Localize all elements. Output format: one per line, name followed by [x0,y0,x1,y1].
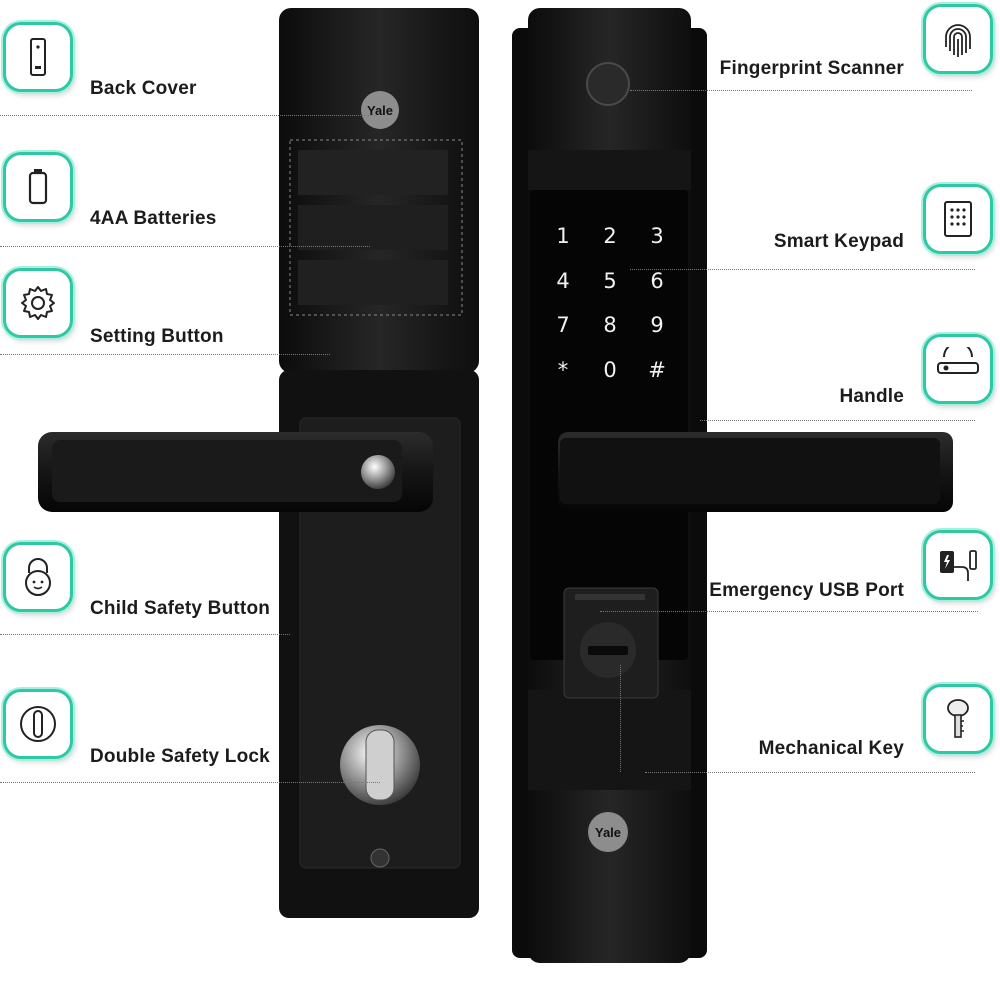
label-handle: Handle [839,386,904,407]
keypad-key: 8 [603,313,616,337]
keypad-key: 9 [650,313,663,337]
keypad-key: 2 [603,224,616,248]
front-unit: Yale 1 2 3 4 5 6 7 8 9 * 0 # [512,8,953,963]
keypad-key: 7 [556,313,569,337]
leader-double-safety [0,782,380,783]
back-cover-icon [3,22,73,92]
keypad-key: 1 [556,224,569,248]
child-safety-button [361,455,395,489]
label-usb-port: Emergency USB Port [709,580,904,601]
child-lock-icon [3,542,73,612]
leader-handle [700,420,975,421]
leader-mechanical-key-vertical [620,665,621,772]
keypad-key: 0 [603,358,616,382]
label-batteries: 4AA Batteries [90,208,217,229]
label-back-cover: Back Cover [90,78,197,99]
leader-batteries [0,246,370,247]
leader-usb-port [600,611,978,612]
leader-keypad [630,269,975,270]
battery-icon [3,152,73,222]
leader-child-safety [0,634,290,635]
label-mechanical-key: Mechanical Key [758,738,904,759]
back-unit: Yale [38,8,479,918]
label-keypad: Smart Keypad [773,231,904,252]
handle-icon [923,334,993,404]
keypad-key: * [558,358,569,382]
safety-lock-icon [3,689,73,759]
key-icon [923,684,993,754]
label-double-safety: Double Safety Lock [90,746,270,767]
keypad-key: 4 [556,269,569,293]
usb-port-icon [923,530,993,600]
label-fingerprint: Fingerprint Scanner [719,58,904,79]
mechanical-keyhole [588,646,628,655]
brand-logo-front: Yale [595,825,621,840]
leader-mechanical-key [645,772,975,773]
keypad-icon [923,184,993,254]
keypad-digits: 1 2 3 4 5 6 7 8 9 * 0 # [556,224,665,382]
keypad-key: 6 [650,269,663,293]
keypad-key: 3 [650,224,663,248]
label-setting-button: Setting Button [90,326,224,347]
gear-icon [3,268,73,338]
label-child-safety: Child Safety Button [90,598,271,619]
leader-fingerprint [630,90,972,91]
leader-back-cover [0,115,375,116]
fingerprint-sensor [586,62,630,106]
brand-logo-back: Yale [367,103,393,118]
keypad-key: 5 [603,269,616,293]
leader-setting-button [0,354,330,355]
fingerprint-icon [923,4,993,74]
keypad-key: # [648,358,666,382]
